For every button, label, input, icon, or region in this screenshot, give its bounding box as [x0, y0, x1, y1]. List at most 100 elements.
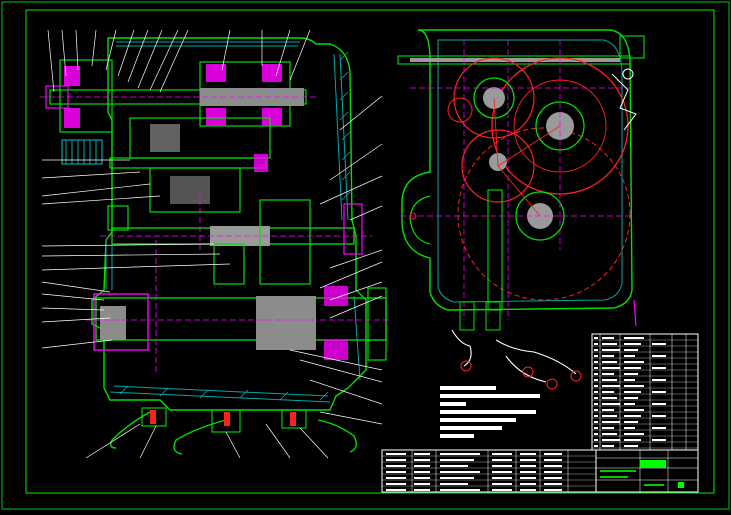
table-cell-mark: [602, 397, 617, 399]
table-cell-mark: [492, 471, 512, 473]
counter-shaft-end: [254, 154, 268, 172]
end-view-right: [397, 29, 645, 390]
table-cell-mark: [440, 489, 480, 491]
table-cell-mark: [602, 349, 620, 351]
table-cell-mark: [544, 459, 562, 461]
middle-gear-block: [149, 167, 241, 213]
table-cell-mark: [652, 439, 666, 441]
table-cell-mark: [602, 391, 614, 393]
table-cell-mark: [492, 477, 512, 479]
input-gear-bearing-d: [262, 108, 282, 126]
main-shaft-gear-a: [213, 243, 245, 285]
gear-pitch-circle-mid: [461, 129, 535, 203]
table-cell-mark: [624, 337, 644, 339]
table-cell-mark: [414, 489, 430, 491]
table-cell-mark: [624, 349, 638, 351]
table-cell-mark: [602, 361, 617, 363]
table-cell-mark: [594, 397, 598, 399]
title-stamp: [640, 460, 666, 468]
table-cell-mark: [414, 453, 430, 455]
table-cell-mark: [440, 453, 480, 455]
table-cell-mark: [520, 477, 536, 479]
table-cell-mark: [624, 391, 641, 393]
main-shaft-gear-b: [259, 199, 311, 285]
table-cell-mark: [520, 459, 536, 461]
table-cell-mark: [520, 465, 536, 467]
table-cell-mark: [386, 471, 406, 473]
table-cell-mark: [544, 465, 562, 467]
table-cell-mark: [602, 445, 614, 447]
table-cell-mark: [624, 439, 641, 441]
gear-link-lines: [493, 97, 561, 217]
input-shaft-bearing-left: [64, 66, 80, 86]
fork-pin-3: [546, 378, 558, 390]
table-cell-mark: [602, 385, 620, 387]
table-cell-mark: [602, 367, 620, 369]
table-cell-mark: [624, 367, 641, 369]
table-cell-mark: [414, 471, 430, 473]
fork-block-2: [485, 301, 501, 331]
title-block: [595, 449, 699, 493]
title-stamp-small: [678, 482, 684, 488]
table-cell-mark: [440, 459, 474, 461]
gear-pitch-circle-small: [447, 97, 473, 123]
table-cell-mark: [652, 427, 666, 429]
lever-red-pin-3: [290, 412, 296, 426]
table-cell-mark: [386, 489, 406, 491]
table-cell-mark: [624, 409, 644, 411]
top-bracket: [619, 35, 645, 59]
table-cell-mark: [624, 415, 641, 417]
output-left-core: [100, 306, 126, 340]
table-cell-mark: [602, 409, 614, 411]
part-leaders-bottom: [85, 423, 329, 459]
table-cell-mark: [602, 355, 614, 357]
table-cell-mark: [594, 385, 598, 387]
table-cell-mark: [624, 355, 635, 357]
lever-red-pin-2: [224, 412, 230, 426]
part-leaders-top: [47, 29, 311, 93]
table-cell-mark: [520, 483, 536, 485]
table-cell-mark: [624, 385, 644, 387]
table-cell-mark: [602, 403, 620, 405]
output-right-bearing-2: [324, 340, 348, 360]
table-cell-mark: [624, 445, 638, 447]
shift-lever-1: [109, 411, 151, 449]
table-cell-mark: [414, 483, 430, 485]
table-cell-mark: [602, 439, 620, 441]
table-cell-mark: [624, 397, 638, 399]
table-cell-mark: [414, 477, 430, 479]
table-cell-mark: [652, 355, 666, 357]
input-gear-bearing-b: [262, 64, 282, 82]
table-cell-mark: [652, 343, 666, 345]
table-cell-mark: [594, 421, 598, 423]
table-cell-mark: [594, 433, 598, 435]
table-cell-mark: [594, 379, 598, 381]
table-cell-mark: [544, 489, 562, 491]
table-cell-mark: [440, 465, 468, 467]
table-cell-mark: [602, 343, 617, 345]
table-cell-mark: [594, 427, 598, 429]
lever-base-3: [281, 409, 307, 429]
table-cell-mark: [492, 453, 512, 455]
gear-pitch-circle-top: [453, 57, 535, 139]
section-view-left: [40, 29, 392, 459]
shift-lever-2: [173, 419, 227, 455]
gear-hub-top: [473, 77, 515, 119]
table-cell-mark: [594, 439, 598, 441]
table-cell-mark: [414, 465, 430, 467]
main-shaft-bearing-left: [107, 205, 129, 231]
table-cell-mark: [602, 427, 614, 429]
table-cell-mark: [594, 373, 598, 375]
table-cell-mark: [652, 403, 666, 405]
side-pivot: [622, 68, 634, 80]
table-cell-mark: [544, 471, 562, 473]
lever-red-pin-1: [150, 410, 156, 424]
table-cell-mark: [520, 453, 536, 455]
parts-list-table: [591, 333, 699, 451]
table-cell-mark: [492, 483, 512, 485]
table-cell-mark: [440, 471, 480, 473]
table-cell-mark: [652, 379, 666, 381]
bottom-parts-table: [381, 449, 597, 493]
